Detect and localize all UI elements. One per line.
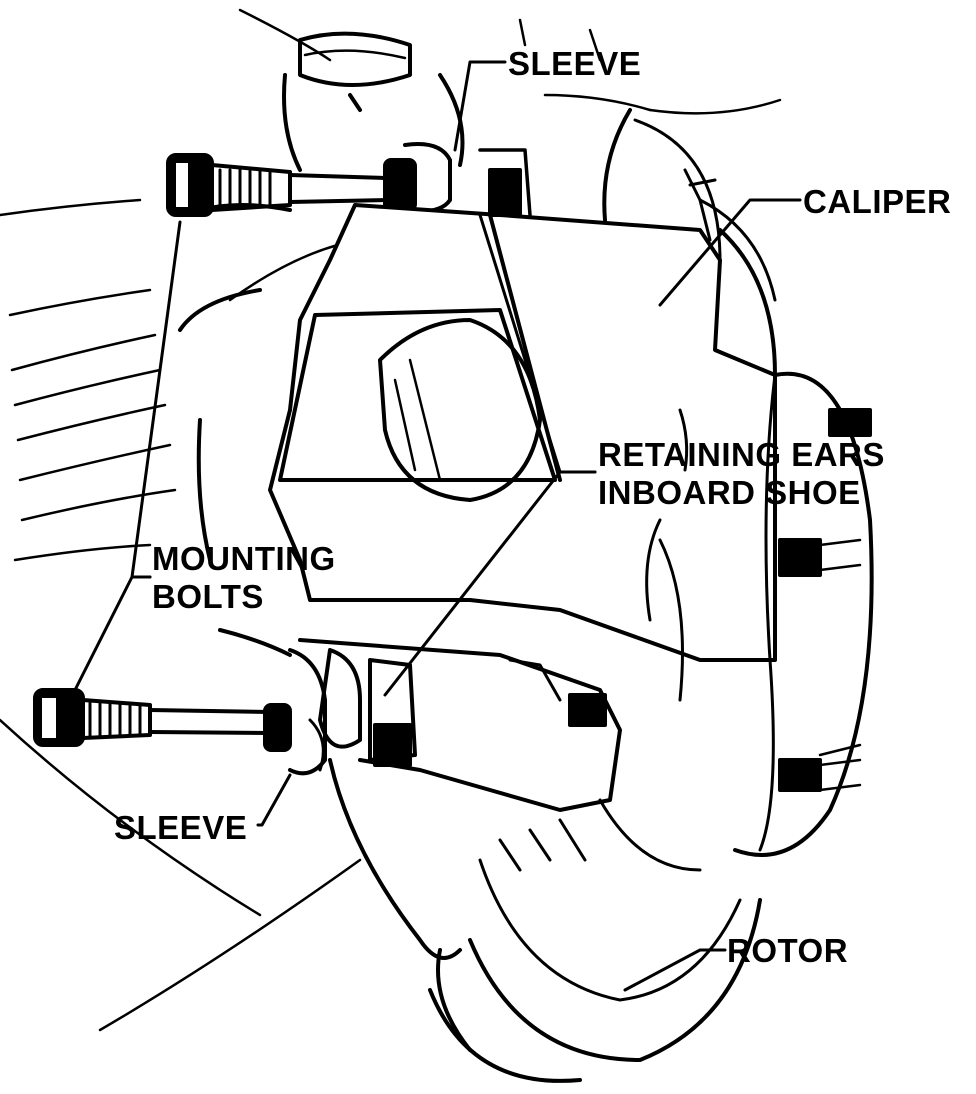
- label-mounting-bolts: MOUNTING BOLTS: [152, 540, 336, 616]
- leader-sleeve-top: [453, 60, 507, 152]
- caliper-lower: [298, 638, 622, 812]
- label-retaining-ears: RETAINING EARS INBOARD SHOE: [598, 436, 885, 512]
- leader-retaining-lower: [383, 470, 597, 697]
- upper-sleeve: [383, 142, 452, 214]
- label-retaining-line1: RETAINING EARS: [598, 436, 885, 473]
- label-mounting-line1: MOUNTING: [152, 540, 336, 577]
- leader-rotor: [623, 948, 727, 992]
- leader-mounting-lower: [73, 575, 152, 692]
- label-retaining-line2: INBOARD SHOE: [598, 474, 861, 511]
- lower-mounting-bolt: [33, 688, 272, 747]
- label-mounting-line2: BOLTS: [152, 578, 264, 615]
- label-sleeve-bottom: SLEEVE: [114, 809, 248, 846]
- leader-mounting-upper: [130, 220, 182, 579]
- upper-mounting-bolt: [166, 153, 387, 217]
- background-contour-lines: [0, 8, 782, 1032]
- label-caliper: CALIPER: [803, 183, 952, 220]
- leader-sleeve-bottom: [256, 773, 292, 827]
- label-rotor: ROTOR: [727, 932, 849, 969]
- lower-sleeve: [263, 648, 327, 776]
- caliper-body: [268, 108, 777, 662]
- leader-caliper: [658, 198, 802, 307]
- steering-knuckle-top: [282, 31, 465, 172]
- wheel-hub: [733, 371, 874, 857]
- label-sleeve-top: SLEEVE: [508, 45, 642, 82]
- leader-lines: [73, 60, 802, 992]
